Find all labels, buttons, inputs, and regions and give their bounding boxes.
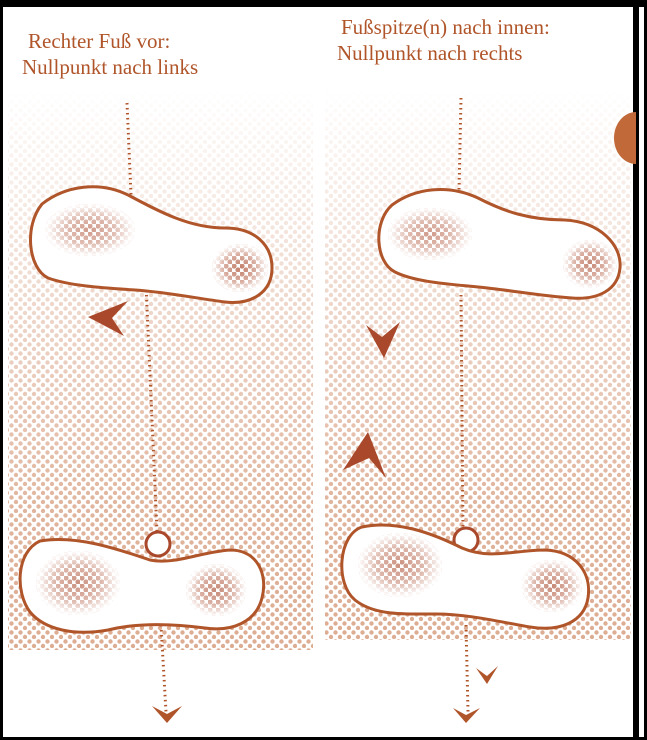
left-caption-line2: Nullpunkt nach links [22,54,198,80]
right-caption-line2: Nullpunkt nach rechts [337,40,550,66]
right-small-down-chevron [476,666,498,684]
left-pivot-circle [146,532,170,556]
top-rule [0,0,647,7]
left-caption: Rechter Fuß vor: Nullpunkt nach links [28,28,198,80]
left-down-arrowhead [152,706,182,723]
left-caption-line1: Rechter Fuß vor: [28,28,198,54]
right-caption: Fußspitze(n) nach innen: Nullpunkt nach … [341,14,550,66]
right-caption-line1: Fußspitze(n) nach innen: [341,14,550,40]
